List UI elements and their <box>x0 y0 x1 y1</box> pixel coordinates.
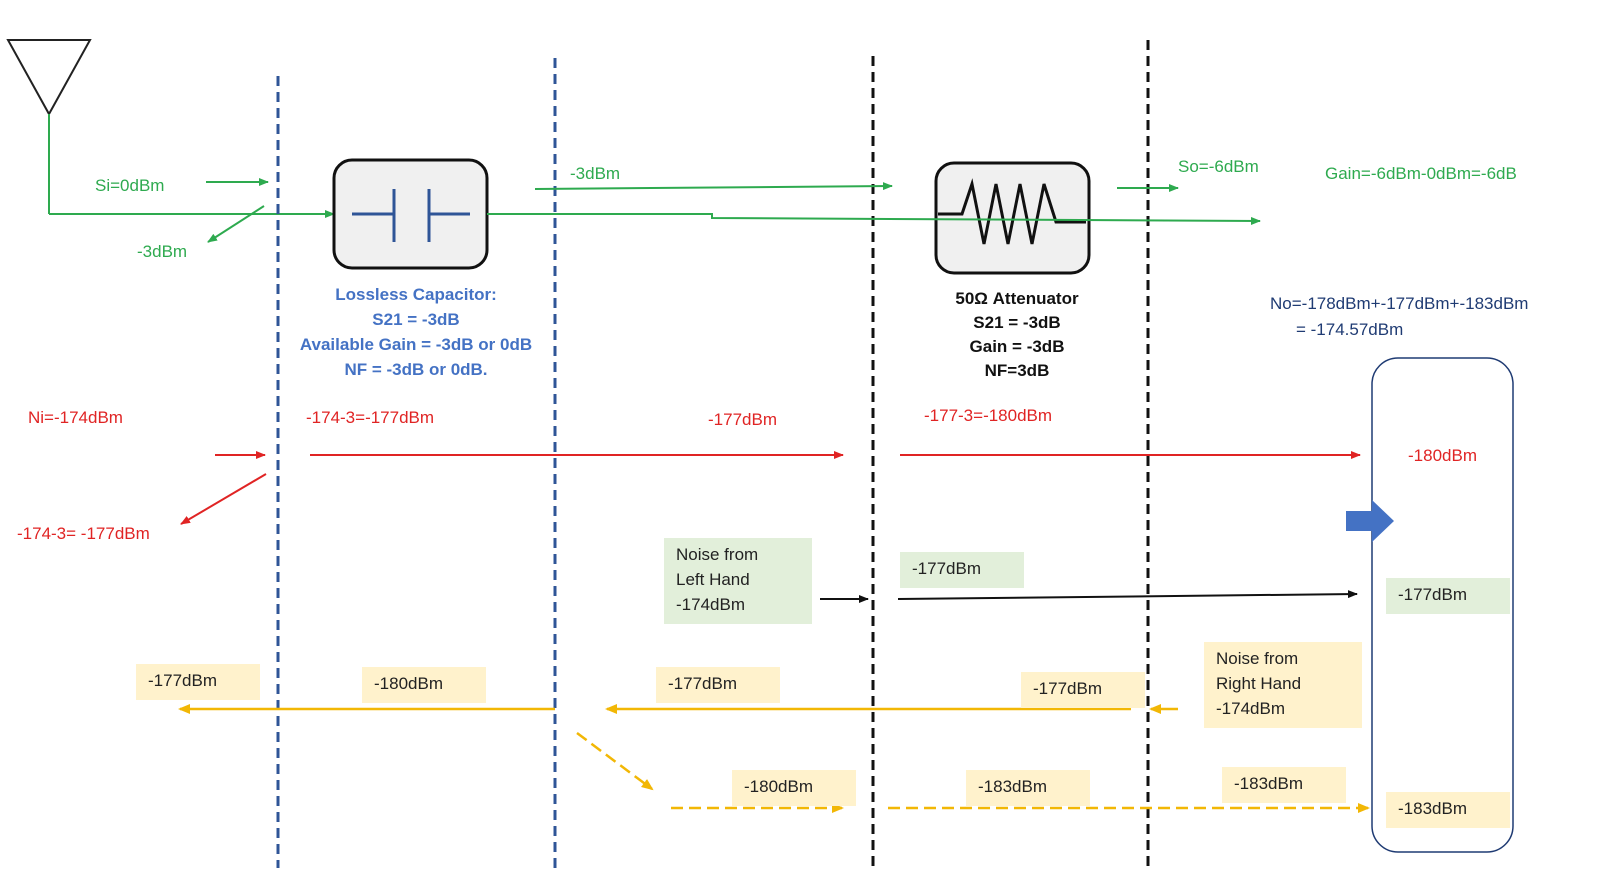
attenuator-caption-line: NF=3dB <box>984 361 1050 380</box>
noise-reflected-label: -174-3= -177dBm <box>17 524 150 543</box>
resistor-icon <box>934 161 1091 275</box>
mid-signal-label: -3dBm <box>570 164 621 183</box>
yellow-noise-center-label: -177dBm <box>656 667 780 703</box>
left-hand-noise-line: -174dBm <box>676 595 745 614</box>
right-hand-noise-line: -174dBm <box>1216 699 1285 718</box>
attenuator-caption-line: Gain = -3dB <box>969 337 1065 356</box>
right-hand-noise-line: Noise from <box>1216 649 1299 668</box>
right-hand-noise-box: Noise from Right Hand -174dBm <box>1204 642 1362 728</box>
reflected-signal-label: -3dBm <box>137 242 188 261</box>
noise-after-capacitor-label: -174-3=-177dBm <box>306 408 435 427</box>
si-label: Si=0dBm <box>95 176 165 195</box>
signal-arrows <box>206 178 1261 243</box>
attenuator-caption-line: S21 = -3dB <box>973 313 1061 332</box>
left-hand-noise-box: Noise from Left Hand -174dBm <box>664 538 812 624</box>
yellow-noise-far-left-label: -177dBm <box>136 664 260 700</box>
yellow-noise-out-label: -183dBm <box>1386 792 1510 828</box>
yellow-noise-reflected-3-label: -183dBm <box>1222 767 1346 803</box>
noise-after-attenuator-label: -177-3=-180dBm <box>924 406 1053 425</box>
right-hand-noise-line: Right Hand <box>1216 674 1302 693</box>
summary-arrow-icon <box>1346 500 1394 542</box>
noise-out-label: -180dBm <box>1408 446 1477 465</box>
right-hand-noise-arrows <box>178 704 1370 813</box>
output-summary-panel <box>1371 357 1514 853</box>
left-hand-through-label: -177dBm <box>900 552 1024 588</box>
thermal-noise-arrows <box>180 451 1361 525</box>
yellow-noise-near-right-label: -177dBm <box>1021 672 1145 708</box>
noise-mid-label: -177dBm <box>708 410 777 429</box>
left-hand-noise-line: Noise from <box>676 545 759 564</box>
left-hand-out-label: -177dBm <box>1386 578 1510 614</box>
left-hand-noise-line: Left Hand <box>676 570 750 589</box>
capacitor-caption-line: NF = -3dB or 0dB. <box>344 360 488 379</box>
capacitor-caption-line: Available Gain = -3dB or 0dB <box>299 335 533 354</box>
antenna-icon <box>6 39 335 218</box>
yellow-noise-left-mid-label: -180dBm <box>362 667 486 703</box>
yellow-noise-reflected-2-label: -183dBm <box>966 770 1090 806</box>
capacitor-icon <box>332 158 489 270</box>
left-hand-noise-arrows <box>820 590 1358 603</box>
attenuator-caption-line: 50Ω Attenuator <box>955 289 1079 308</box>
capacitor-caption-line: S21 = -3dB <box>372 310 460 329</box>
capacitor-caption-line: Lossless Capacitor: <box>335 285 497 304</box>
attenuator-caption: 50Ω Attenuator S21 = -3dB Gain = -3dB NF… <box>922 287 1112 383</box>
so-label: So=-6dBm <box>1178 157 1259 176</box>
gain-label: Gain=-6dBm-0dBm=-6dB <box>1325 164 1517 183</box>
ni-label: Ni=-174dBm <box>28 408 123 427</box>
yellow-noise-reflected-1-label: -180dBm <box>732 770 856 806</box>
noise-output-formula-1: No=-178dBm+-177dBm+-183dBm <box>1270 294 1529 313</box>
capacitor-caption: Lossless Capacitor: S21 = -3dB Available… <box>286 282 546 382</box>
noise-output-formula-2: = -174.57dBm <box>1296 320 1404 339</box>
